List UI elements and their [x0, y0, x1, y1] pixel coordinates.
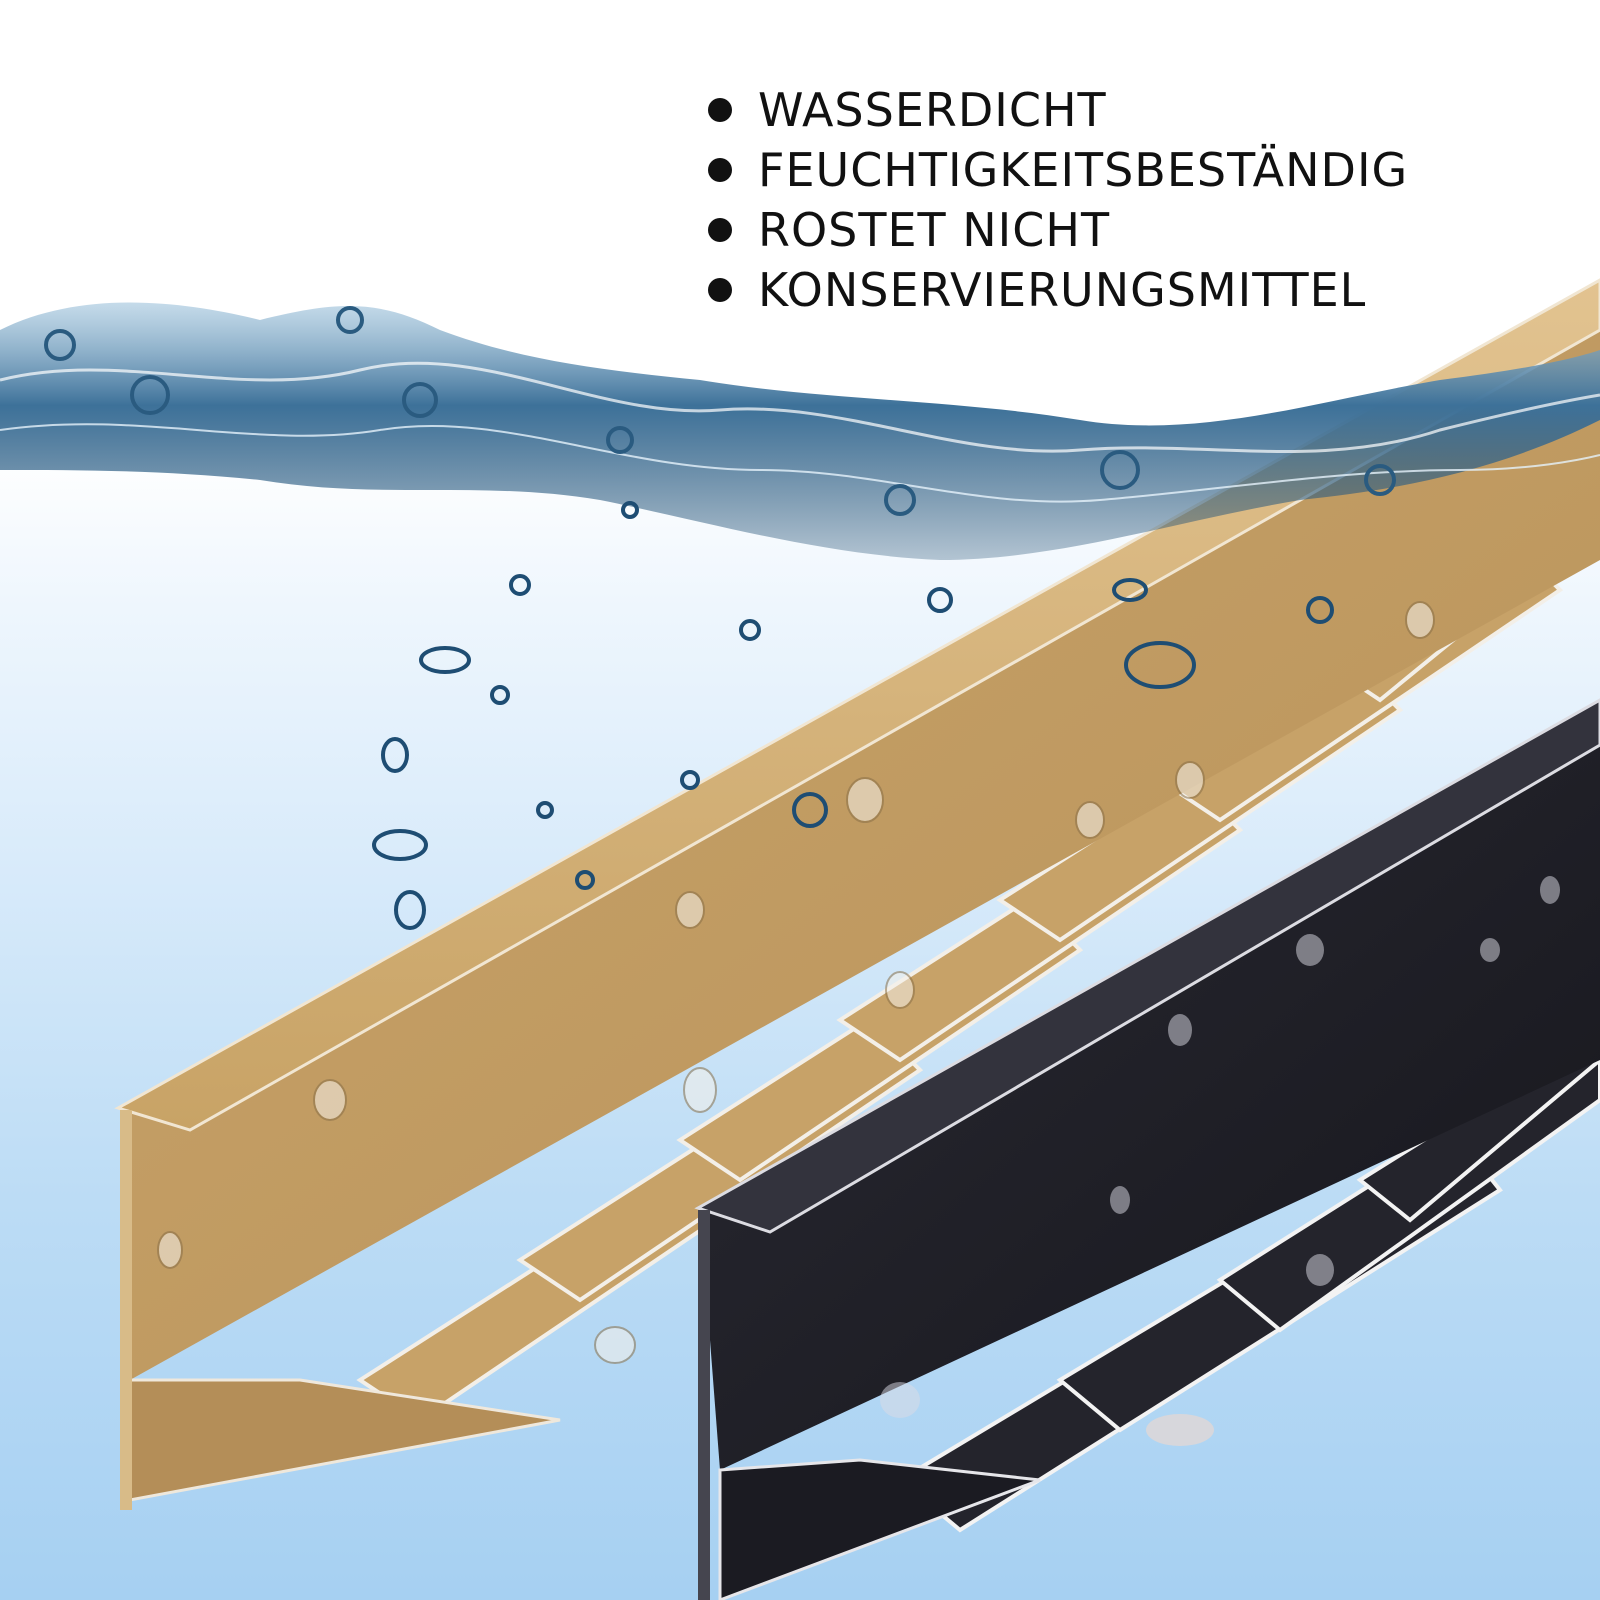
feature-label: KONSERVIERUNGSMITTEL: [758, 263, 1367, 317]
feature-item: ROSTET NICHT: [708, 200, 1408, 260]
gold-profile-face: [120, 280, 1600, 1380]
black-surface-drops: [880, 876, 1560, 1418]
water-droplets: [372, 501, 1334, 930]
feature-item: FEUCHTIGKEITSBESTÄNDIG: [708, 140, 1408, 200]
black-profile: [694, 698, 1600, 1600]
bullet-icon: [708, 158, 732, 182]
surface-drops: [157, 601, 1435, 1364]
black-profile-flange: [694, 698, 1600, 1234]
feature-label: WASSERDICHT: [758, 83, 1107, 137]
black-profile-face: [700, 700, 1600, 1470]
bullet-icon: [708, 98, 732, 122]
bullet-icon: [708, 218, 732, 242]
water-splash: [0, 302, 1600, 560]
feature-item: WASSERDICHT: [708, 80, 1408, 140]
feature-list: WASSERDICHT FEUCHTIGKEITSBESTÄNDIG ROSTE…: [708, 80, 1408, 320]
feature-item: KONSERVIERUNGSMITTEL: [708, 260, 1408, 320]
feature-label: ROSTET NICHT: [758, 203, 1111, 257]
bullet-icon: [708, 278, 732, 302]
feature-label: FEUCHTIGKEITSBESTÄNDIG: [758, 143, 1409, 197]
